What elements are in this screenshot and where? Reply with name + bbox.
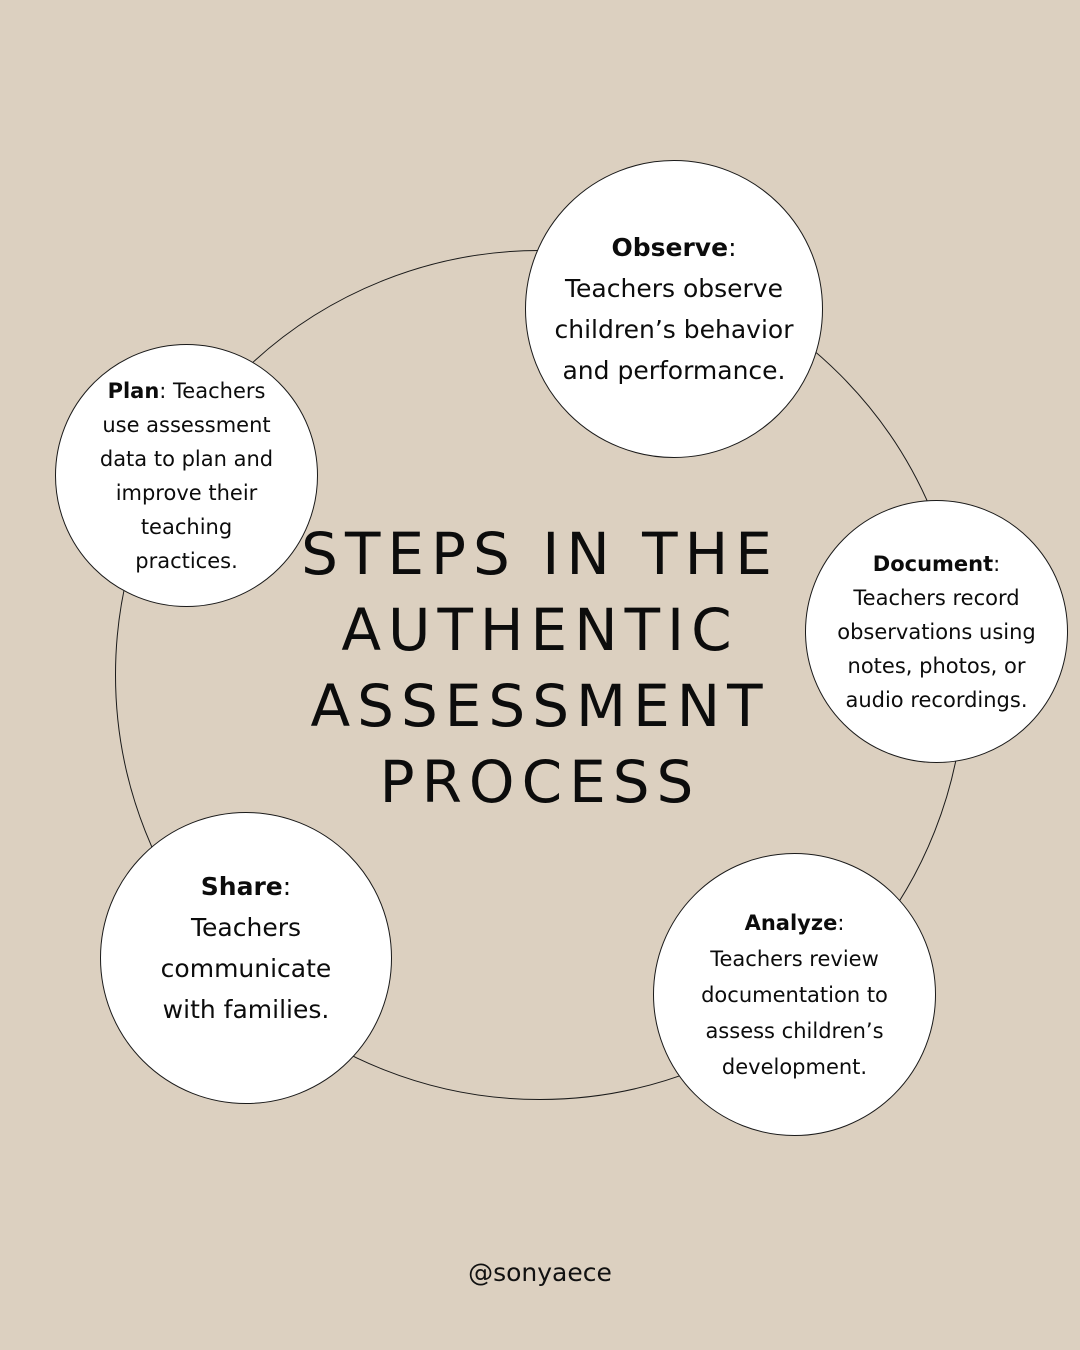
title-line-2: AUTHENTIC [341, 596, 739, 664]
step-observe-text: Observe: Teachers observe children’s beh… [554, 227, 794, 391]
step-analyze-description: Teachers review documentation to assess … [701, 946, 888, 1079]
step-observe-separator: : [728, 233, 737, 262]
step-analyze-separator: : [837, 910, 845, 935]
step-analyze-text: Analyze: Teachers review documentation t… [695, 905, 895, 1085]
step-share-separator: : [282, 872, 292, 901]
step-observe-description: Teachers observe children’s behavior and… [554, 274, 794, 385]
step-share-description: Teachers communicate with families. [160, 913, 332, 1024]
step-document-name: Document [872, 551, 994, 576]
title-line-1: STEPS IN THE [301, 520, 779, 588]
step-document-separator: : [993, 551, 1001, 576]
step-observe: Observe: Teachers observe children’s beh… [525, 160, 823, 458]
step-plan-description: Teachers use assessment data to plan and… [99, 378, 274, 573]
step-document-text: Document: Teachers record observations u… [837, 547, 1037, 717]
author-handle: @sonyaece [468, 1258, 612, 1287]
step-plan-separator: : [159, 378, 167, 403]
step-analyze: Analyze: Teachers review documentation t… [653, 853, 936, 1136]
step-document-description: Teachers record observations using notes… [837, 585, 1036, 712]
step-share: Share: Teachers communicate with familie… [100, 812, 392, 1104]
step-analyze-name: Analyze [744, 910, 838, 935]
diagram-title: STEPS IN THE AUTHENTIC ASSESSMENT PROCES… [240, 516, 840, 820]
step-plan-name: Plan [107, 378, 160, 403]
step-document: Document: Teachers record observations u… [805, 500, 1068, 763]
title-line-4: PROCESS [379, 748, 701, 816]
step-plan: Plan: Teachers use assessment data to pl… [55, 344, 318, 607]
step-observe-name: Observe [611, 233, 729, 262]
title-line-3: ASSESSMENT [310, 672, 770, 740]
step-plan-text: Plan: Teachers use assessment data to pl… [87, 374, 287, 578]
step-share-name: Share [200, 872, 283, 901]
step-share-text: Share: Teachers communicate with familie… [136, 866, 356, 1030]
